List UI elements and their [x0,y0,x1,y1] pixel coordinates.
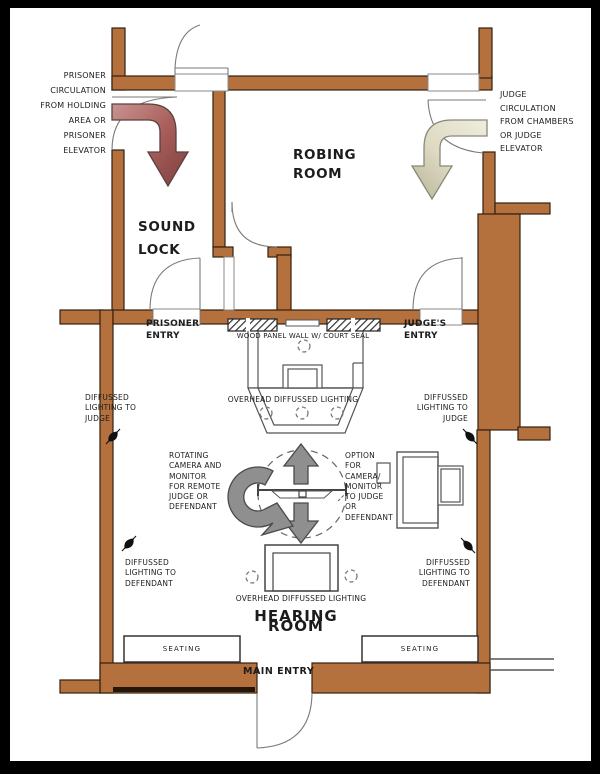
wall-hearing-west [99,309,114,694]
hearing-room-label: HEARING ROOM [254,607,338,636]
wall-soundlock-west [111,149,125,313]
judges-entry-label: JUDGE'S ENTRY [404,319,447,341]
diffussed-judge-right-label: DIFFUSSED LIGHTING TO JUDGE [416,393,468,423]
judge-circulation-label: JUDGE CIRCULATION FROM CHAMBERS OR JUDGE… [500,90,574,153]
wall-top-right-stub [478,27,493,79]
rotating-camera-label: ROTATING CAMERA AND MONITOR FOR REMOTE J… [169,451,222,512]
seating-boxes [123,635,479,663]
judge-flow-arrow [410,119,488,201]
frame-left [0,0,10,774]
door-swing-robing [231,201,278,248]
side-camera-table [376,451,464,529]
wall-bottom-right [311,662,491,694]
light-fixture-icon [462,428,478,445]
wall-right-stub-top [494,202,551,215]
light-fixture-icon [121,535,137,552]
prisoner-entry-label: PRISONER ENTRY [146,319,200,341]
wall-ext-left-bottom [59,679,101,694]
prisoner-flow-arrow [111,103,190,188]
up-arrow-icon [282,442,320,485]
wall-hearing-east [476,429,491,694]
wood-panel-wall-label: WOOD PANEL WALL W/ COURT SEAL [236,332,370,340]
walls [59,27,551,694]
door-swing-judge-entry [412,257,463,311]
light-fixture-icon [105,428,121,445]
light-fixture-icon [460,537,476,554]
wall-right-thick [477,213,521,431]
diffussed-judge-left-label: DIFFUSSED LIGHTING TO JUDGE [85,393,137,423]
diffussed-defendant-left-label: DIFFUSSED LIGHTING TO DEFENDANT [125,558,177,588]
corridor-lines [490,658,554,671]
sound-lock-label: SOUND LOCK [138,219,196,258]
frame-right [591,0,600,774]
wall-divider-foot [212,246,234,258]
wall-shadow-line [113,687,255,692]
wall-ext-left-top [59,309,104,325]
overhead-defendant-label: OVERHEAD DIFFUSSED LIGHTING [235,594,367,603]
defendant-table [264,544,339,592]
prisoner-circulation-label: PRISONER CIRCULATION FROM HOLDING AREA O… [40,71,106,155]
door-openings [152,73,480,326]
seating-right-label: SEATING [400,645,440,653]
wall-right-upper [482,151,496,217]
judge-bench [247,331,364,434]
seating-left-label: SEATING [162,645,202,653]
diffussed-defendant-right-label: DIFFUSSED LIGHTING TO DEFENDANT [418,558,470,588]
frame-bottom [0,761,600,774]
wood-panel-wall [227,318,381,332]
door-swings [111,24,486,749]
frame-top [0,0,600,8]
door-swing-prisoner-entry [149,257,201,311]
side-table-chair [376,462,391,484]
wall-right-stub-bottom [517,426,551,441]
camera-monitor-assembly [227,442,347,545]
side-monitor [437,465,464,506]
light-fixtures [105,428,478,554]
option-camera-label: OPTION FOR CAMERA/ MONITOR TO JUDGE OR D… [345,451,393,522]
door-swing-main-entry [256,693,313,749]
wall-soundlock-divider [212,89,226,248]
wall-pillar [276,254,292,313]
robing-room-label: ROBING ROOM [293,147,357,182]
main-entry-label: MAIN ENTRY [243,666,315,677]
court-seal [285,319,320,327]
option-leader-line [337,493,346,502]
rotate-arrow-icon [227,466,295,537]
overhead-judge-label: OVERHEAD DIFFUSSED LIGHTING [227,395,359,404]
door-swing-top-corridor [174,24,229,75]
camera-bar [257,484,347,496]
